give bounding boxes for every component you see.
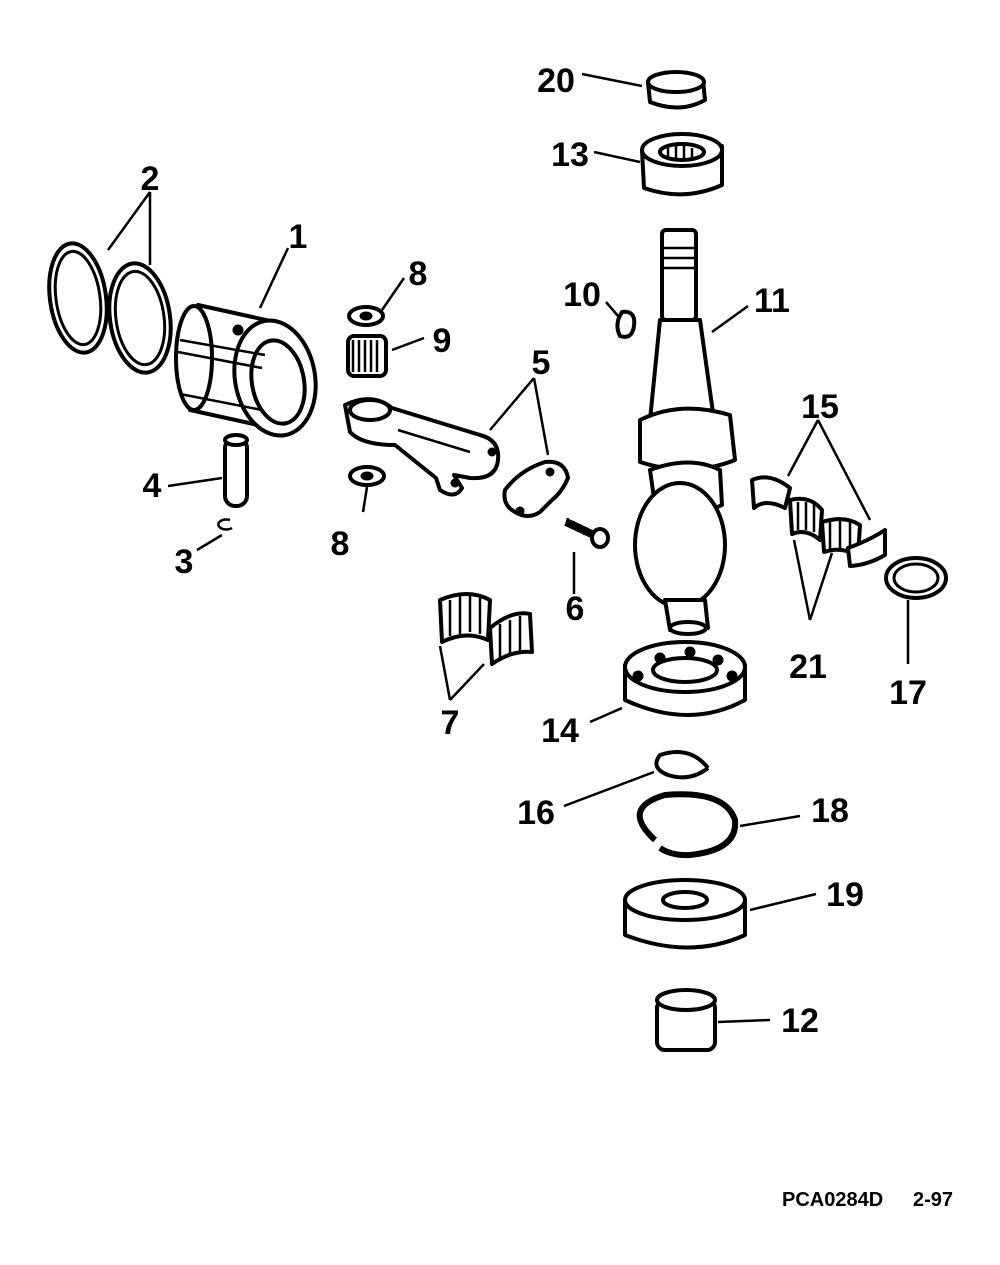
main-bearing-cages xyxy=(750,475,887,568)
callout-6: 6 xyxy=(566,590,585,628)
callout-3: 3 xyxy=(175,543,194,581)
leader-lines xyxy=(106,72,910,1024)
callout-17: 17 xyxy=(889,674,927,712)
woodruff-key xyxy=(615,309,637,339)
callout-7: 7 xyxy=(441,704,460,742)
piston-rings xyxy=(47,241,173,375)
callout-18: 18 xyxy=(811,792,849,830)
snap-ring xyxy=(636,791,739,859)
crankshaft xyxy=(633,228,737,636)
callout-9: 9 xyxy=(433,322,452,360)
top-seal xyxy=(646,70,707,110)
callout-4: 4 xyxy=(143,467,162,505)
callout-10: 10 xyxy=(563,276,601,314)
thrust-washer xyxy=(623,878,747,950)
retainer-clip xyxy=(217,518,233,531)
callout-2: 2 xyxy=(141,160,160,198)
callout-13: 13 xyxy=(551,136,589,174)
callout-20: 20 xyxy=(537,62,575,100)
ball-bearing xyxy=(623,640,747,717)
callout-21: 21 xyxy=(789,648,827,686)
wrist-pin xyxy=(223,433,249,508)
callout-19: 19 xyxy=(826,876,864,914)
needle-bearing xyxy=(346,334,388,378)
sleeve xyxy=(655,988,717,1052)
callout-16: 16 xyxy=(517,794,555,832)
callout-15: 15 xyxy=(801,388,839,426)
bearing-cages xyxy=(438,592,534,666)
cap-screw xyxy=(564,517,610,549)
callout-8-top: 8 xyxy=(409,255,428,293)
callout-1: 1 xyxy=(289,218,308,256)
callout-11: 11 xyxy=(754,282,790,320)
thrust-washers xyxy=(347,305,386,487)
callout-12: 12 xyxy=(781,1002,819,1040)
piston xyxy=(174,303,318,438)
footer-code: PCA0284D xyxy=(782,1189,883,1211)
callout-8-bottom: 8 xyxy=(331,525,350,563)
connecting-rod xyxy=(343,397,570,518)
seal xyxy=(884,556,948,600)
upper-bearing xyxy=(640,132,724,197)
callout-14: 14 xyxy=(541,712,579,750)
retaining-ring xyxy=(654,750,710,780)
footer-date: 2-97 xyxy=(913,1189,953,1211)
callout-5: 5 xyxy=(532,344,551,382)
